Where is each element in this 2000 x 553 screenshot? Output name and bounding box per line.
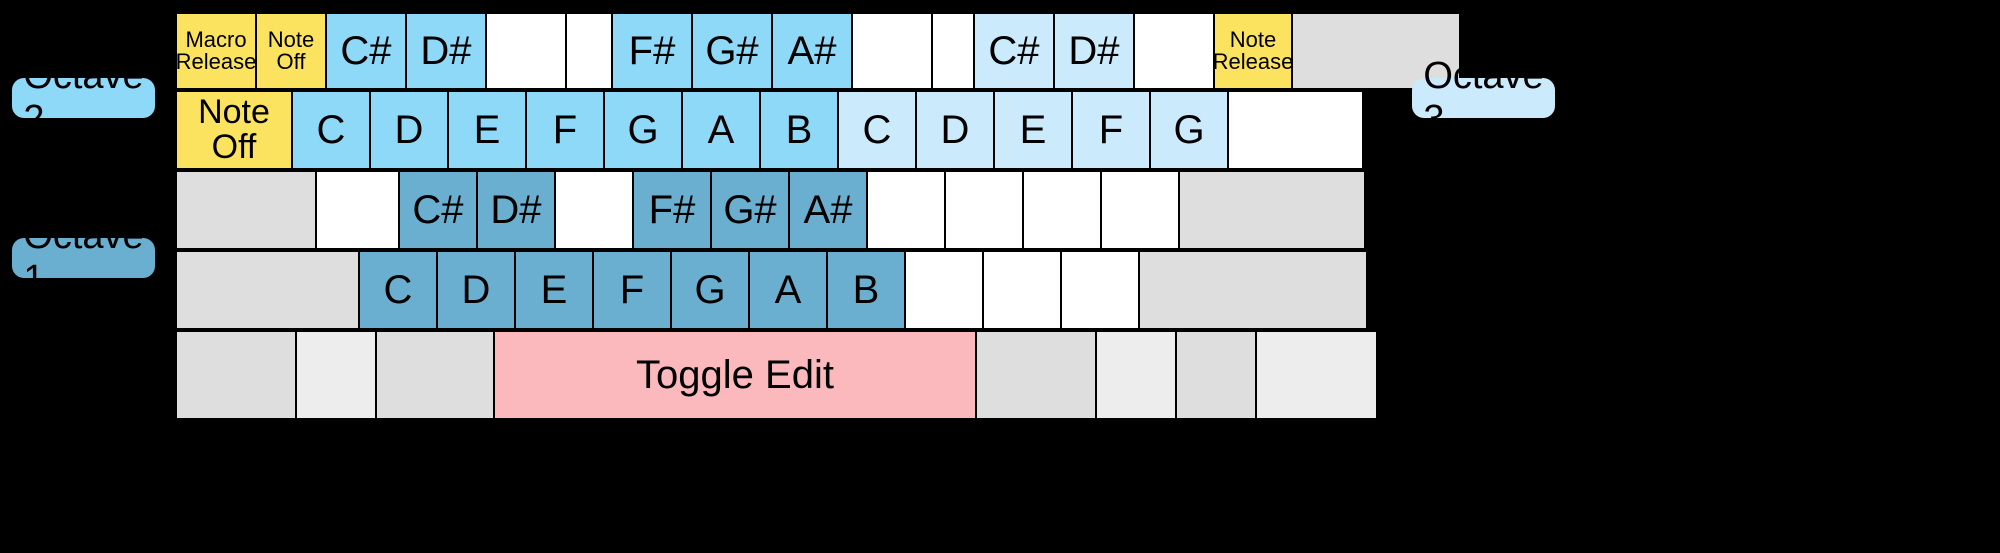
key-blank[interactable] xyxy=(554,170,634,250)
key-blank[interactable] xyxy=(1133,12,1215,90)
key-c[interactable]: C# xyxy=(973,12,1055,90)
key-c[interactable]: C xyxy=(358,250,438,330)
key-blank[interactable] xyxy=(1022,170,1102,250)
key-f[interactable]: F xyxy=(525,90,605,170)
key-c[interactable]: C# xyxy=(325,12,407,90)
key-blank[interactable] xyxy=(1100,170,1180,250)
key-blank[interactable] xyxy=(982,250,1062,330)
key-e[interactable]: E xyxy=(514,250,594,330)
key-g[interactable]: G xyxy=(603,90,683,170)
key-toggle-edit[interactable]: Toggle Edit xyxy=(493,330,977,420)
key-blank[interactable] xyxy=(175,170,317,250)
key-blank[interactable] xyxy=(485,12,567,90)
key-blank[interactable] xyxy=(1178,170,1366,250)
badge-octave-1: Octave 1 xyxy=(12,215,155,300)
key-blank[interactable] xyxy=(904,250,984,330)
key-d[interactable]: D xyxy=(369,90,449,170)
key-blank[interactable] xyxy=(866,170,946,250)
key-blank[interactable] xyxy=(315,170,400,250)
key-b[interactable]: B xyxy=(759,90,839,170)
badge-octave-3: Octave 3 xyxy=(1412,55,1555,140)
key-macro-release[interactable]: Macro Release xyxy=(175,12,257,90)
key-g[interactable]: G xyxy=(670,250,750,330)
key-blank[interactable] xyxy=(175,250,360,330)
keyboard-row-home: C#D# F#G#A# xyxy=(175,170,1390,250)
key-b[interactable]: B xyxy=(826,250,906,330)
key-d[interactable]: D# xyxy=(405,12,487,90)
key-blank[interactable] xyxy=(565,12,613,90)
key-a[interactable]: A# xyxy=(788,170,868,250)
key-f[interactable]: F xyxy=(592,250,672,330)
key-blank[interactable] xyxy=(295,330,377,420)
key-note-off[interactable]: Note Off xyxy=(175,90,293,170)
key-blank[interactable] xyxy=(1060,250,1140,330)
key-g[interactable]: G# xyxy=(691,12,773,90)
key-e[interactable]: E xyxy=(993,90,1073,170)
key-g[interactable]: G# xyxy=(710,170,790,250)
key-blank[interactable] xyxy=(1227,90,1364,170)
key-a[interactable]: A# xyxy=(771,12,853,90)
key-c[interactable]: C# xyxy=(398,170,478,250)
key-blank[interactable] xyxy=(1138,250,1368,330)
key-blank[interactable] xyxy=(175,330,297,420)
key-blank[interactable] xyxy=(1095,330,1177,420)
key-f[interactable]: F xyxy=(1071,90,1151,170)
key-f[interactable]: F# xyxy=(632,170,712,250)
key-blank[interactable] xyxy=(975,330,1097,420)
key-d[interactable]: D xyxy=(436,250,516,330)
key-note-release[interactable]: Note Release xyxy=(1213,12,1293,90)
key-blank[interactable] xyxy=(851,12,933,90)
badge-octave-2: Octave 2 xyxy=(12,55,155,140)
key-c[interactable]: C xyxy=(291,90,371,170)
key-f[interactable]: F# xyxy=(611,12,693,90)
key-d[interactable]: D# xyxy=(1053,12,1135,90)
key-e[interactable]: E xyxy=(447,90,527,170)
key-blank[interactable] xyxy=(944,170,1024,250)
keyboard-row-space: Toggle Edit xyxy=(175,330,1390,420)
key-note-off[interactable]: Note Off xyxy=(255,12,327,90)
key-a[interactable]: A xyxy=(748,250,828,330)
key-d[interactable]: D# xyxy=(476,170,556,250)
key-blank[interactable] xyxy=(1291,12,1461,90)
key-g[interactable]: G xyxy=(1149,90,1229,170)
key-a[interactable]: A xyxy=(681,90,761,170)
key-d[interactable]: D xyxy=(915,90,995,170)
key-blank[interactable] xyxy=(375,330,495,420)
key-blank[interactable] xyxy=(1255,330,1378,420)
key-c[interactable]: C xyxy=(837,90,917,170)
key-blank[interactable] xyxy=(1175,330,1257,420)
key-blank[interactable] xyxy=(931,12,975,90)
